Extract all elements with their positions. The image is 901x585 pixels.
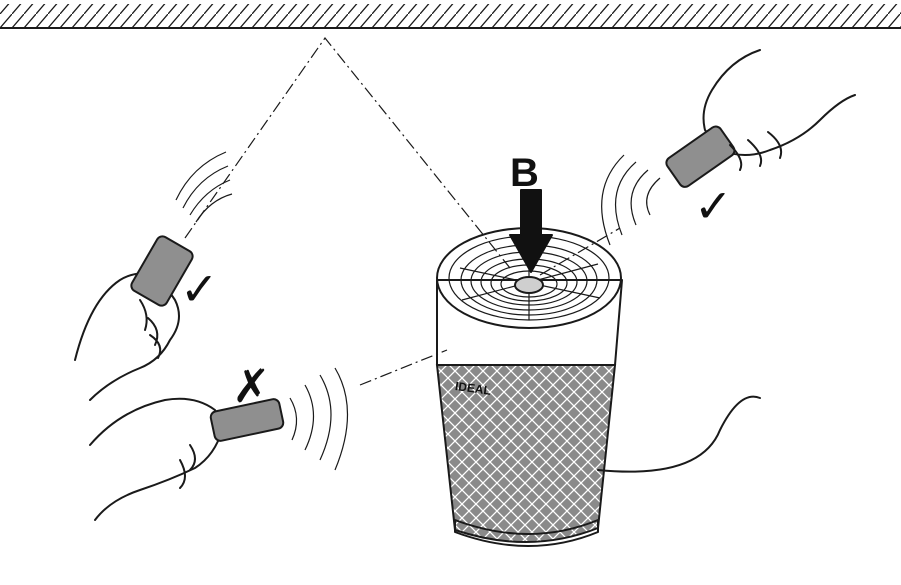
remote-control: [665, 125, 736, 188]
check-icon-left: ✓: [180, 262, 219, 316]
check-icon-right: ✓: [694, 179, 733, 233]
hand-remote-upper-left: [74, 151, 233, 401]
button-b-callout: B: [509, 151, 553, 273]
button-b-label: B: [510, 151, 539, 195]
remote-control: [209, 398, 285, 442]
remote-control: [130, 235, 194, 307]
hand-remote-lower-left: [89, 367, 348, 521]
ceiling: [0, 4, 901, 29]
air-purifier: IDEAL: [435, 227, 761, 547]
top-control-button: [514, 276, 544, 294]
hand-remote-right: [601, 49, 856, 246]
signal-paths: [184, 37, 621, 386]
cross-icon: ✗: [232, 359, 271, 413]
brand-logo-text: IDEAL: [454, 379, 492, 398]
down-arrow-icon: [509, 189, 553, 273]
